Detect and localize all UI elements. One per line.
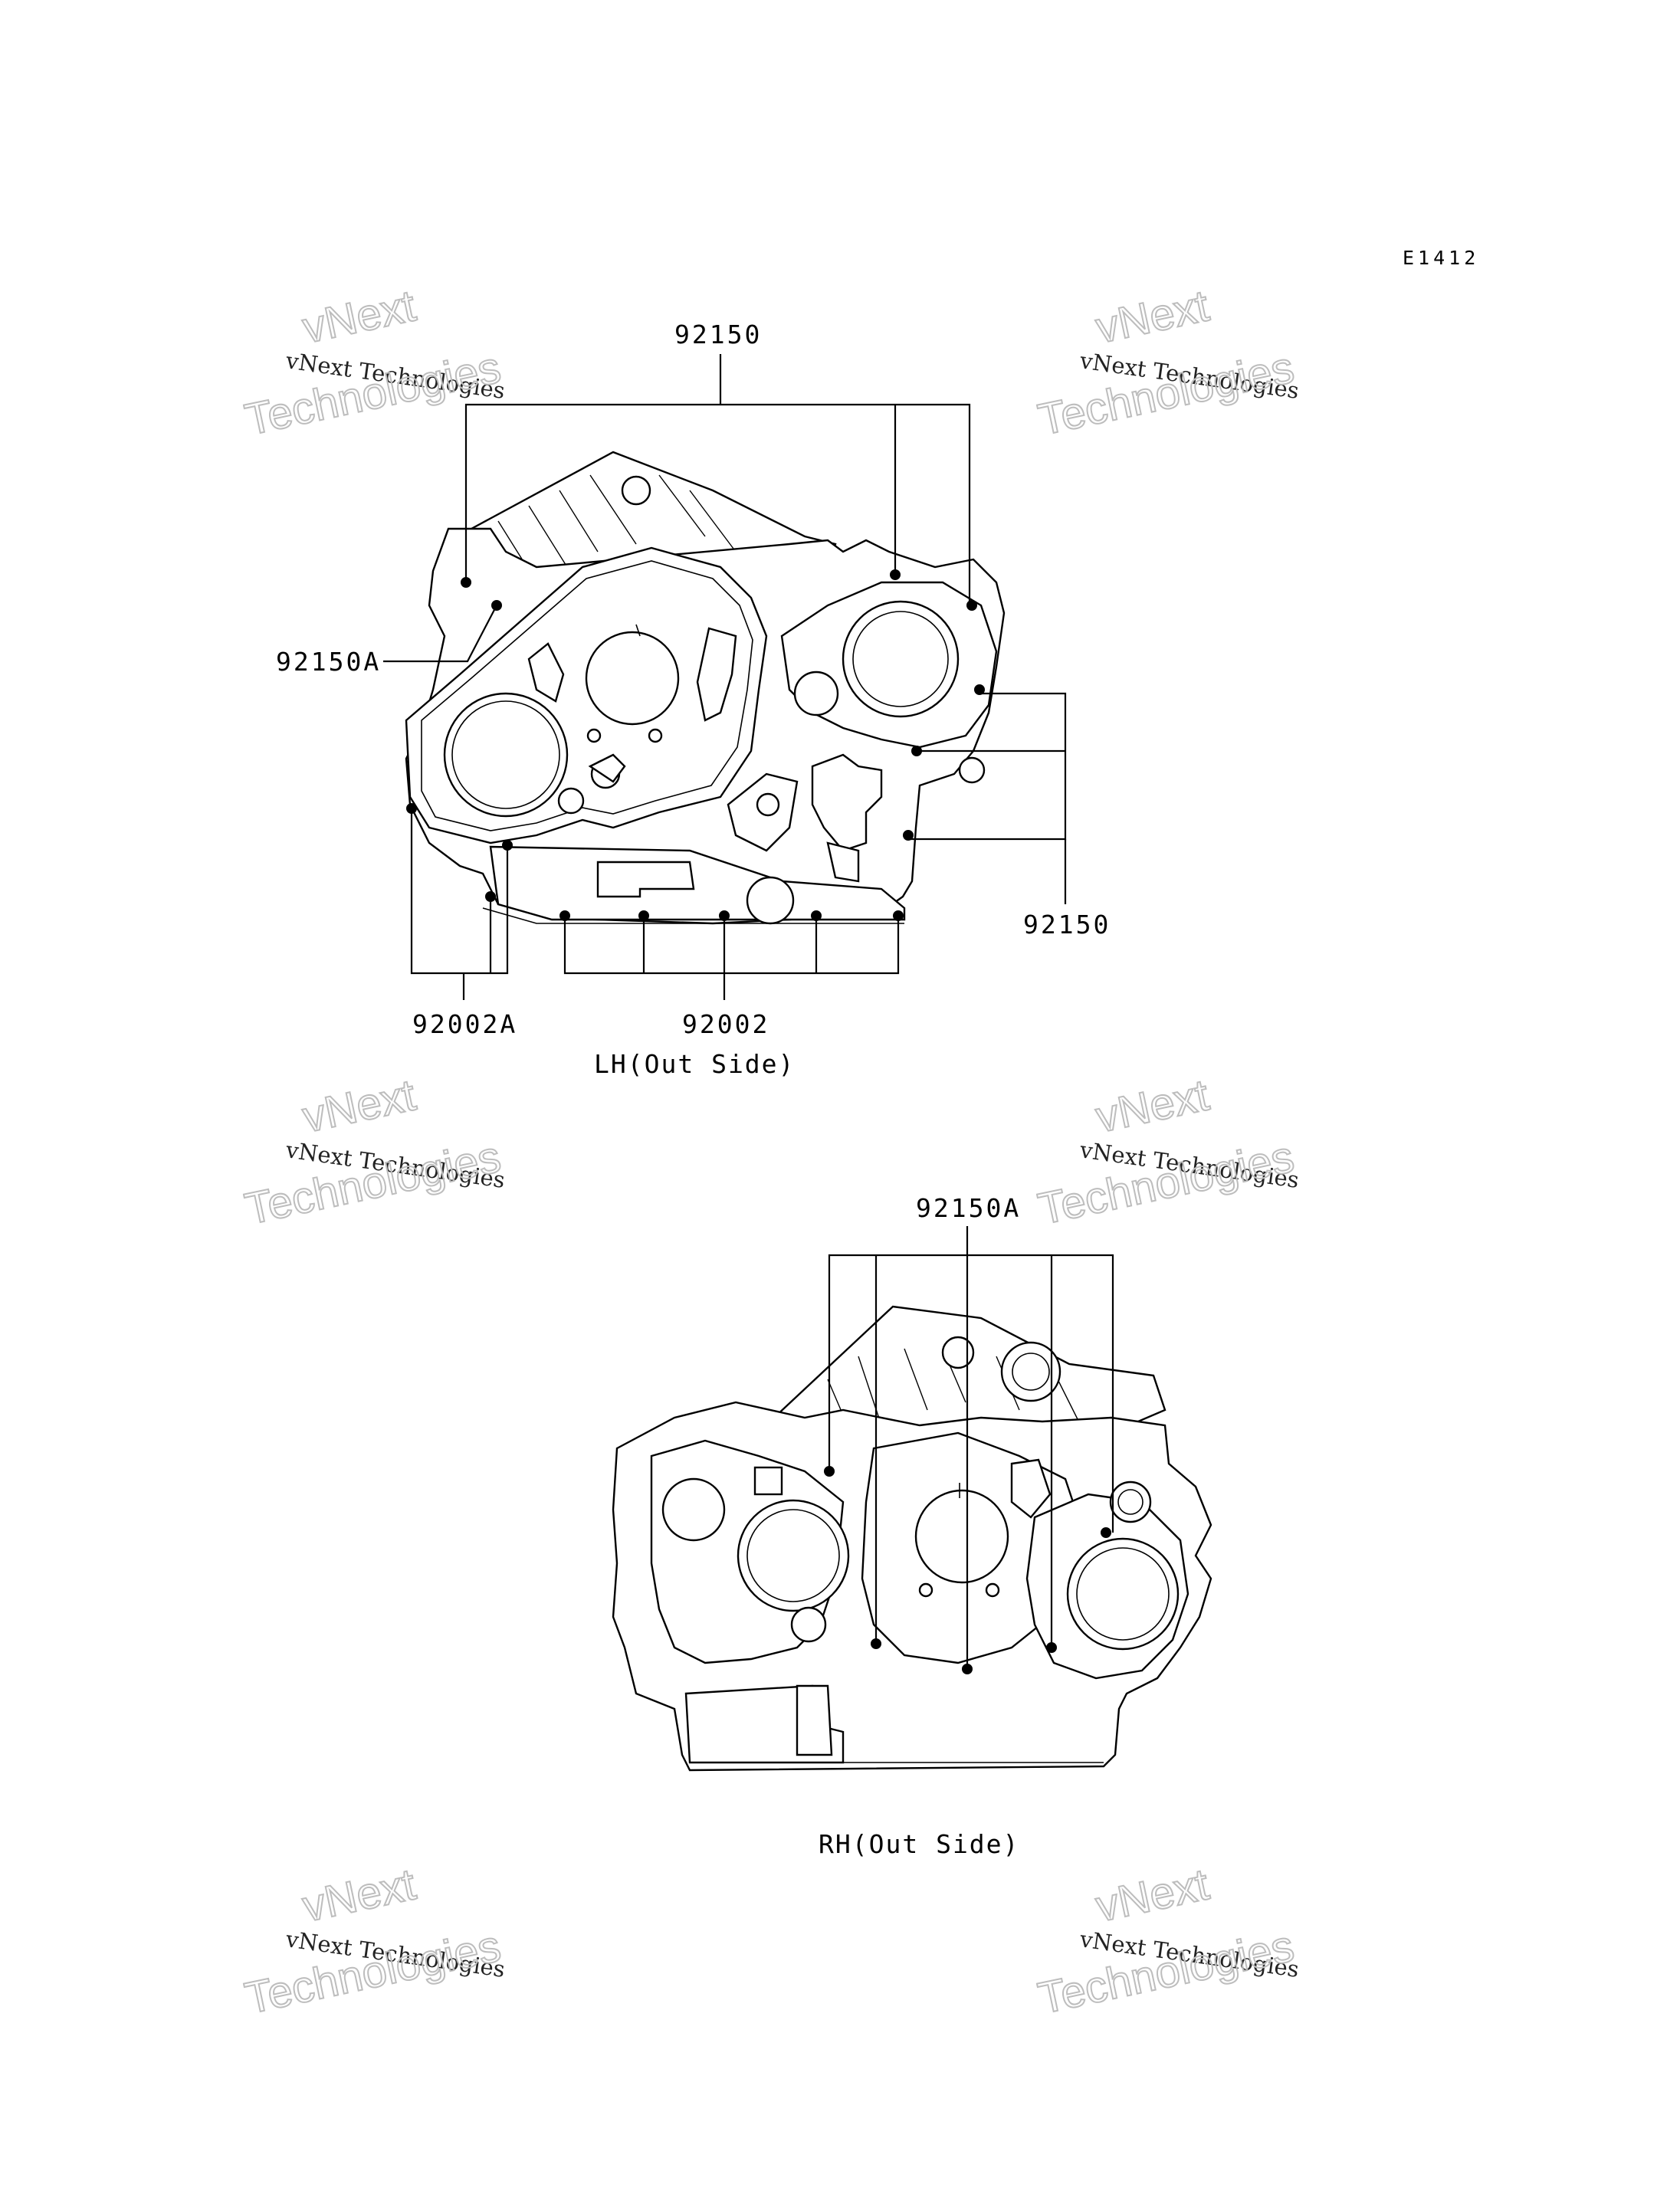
watermark-bottom-left: vNext vNext Technologies Technologies (240, 1858, 507, 2024)
svg-text:vNext: vNext (298, 280, 420, 353)
lh-leader-lines (383, 354, 1067, 1000)
lh-callout-top-gasket: 92150 (674, 320, 762, 349)
svg-text:Technologies: Technologies (1034, 1921, 1298, 2024)
watermark-middle-left: vNext vNext Technologies Technologies (240, 1069, 507, 1235)
svg-text:Technologies: Technologies (241, 1132, 505, 1235)
lh-view-caption: LH(Out Side) (594, 1049, 795, 1079)
svg-text:vNext: vNext (1091, 1070, 1213, 1142)
rh-crankcase-drawing (612, 1305, 1212, 1772)
diagram-code: E1412 (1403, 247, 1479, 269)
lh-callout-bottom-bolt: 92002 (682, 1009, 769, 1039)
svg-text:vNext: vNext (298, 1070, 420, 1142)
watermark-top-right: vNext vNext Technologies Technologies (1033, 280, 1301, 445)
rh-callout-top-gasket: 92150A (916, 1193, 1021, 1223)
lh-crankcase-drawing (405, 451, 1006, 925)
lh-callout-bottom-left-bolt: 92002A (412, 1009, 517, 1039)
svg-text:Technologies: Technologies (1034, 343, 1298, 445)
svg-text:Technologies: Technologies (241, 1921, 505, 2024)
rh-view-caption: RH(Out Side) (819, 1829, 1019, 1859)
svg-text:Technologies: Technologies (1034, 1132, 1298, 1235)
watermark-middle-right: vNext vNext Technologies Technologies (1033, 1069, 1301, 1235)
svg-text:vNext: vNext (1091, 1859, 1213, 1931)
watermark-bottom-right: vNext vNext Technologies Technologies (1033, 1858, 1301, 2024)
rh-leader-lines (828, 1226, 1114, 1669)
svg-text:vNext: vNext (298, 1859, 420, 1931)
lh-callout-right-gasket: 92150 (1023, 910, 1111, 939)
svg-text:vNext: vNext (1091, 280, 1213, 353)
lh-callout-left-gasket: 92150A (276, 647, 381, 677)
